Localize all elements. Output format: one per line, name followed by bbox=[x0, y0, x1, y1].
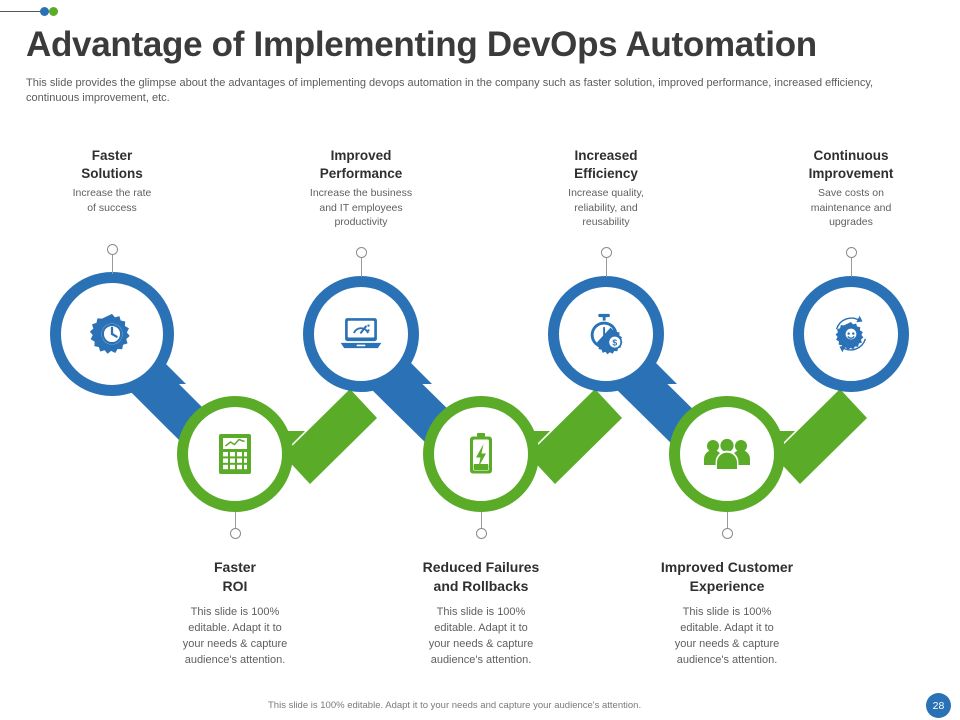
corner-decoration bbox=[0, 6, 110, 18]
people-group-icon bbox=[669, 396, 785, 512]
caption-heading-line1: Increased bbox=[574, 148, 638, 163]
node-faster-solutions[interactable] bbox=[50, 272, 174, 396]
caption-heading-line1: Continuous bbox=[813, 148, 889, 163]
node-pip-continuous-improvement bbox=[845, 247, 857, 258]
node-stem-improved-performance bbox=[361, 258, 362, 277]
caption-heading-line2: Efficiency bbox=[574, 166, 638, 181]
caption-heading: Continuous Improvement bbox=[761, 147, 941, 183]
page-number-badge: 28 bbox=[926, 693, 951, 718]
node-improved-customer-experience[interactable] bbox=[669, 396, 785, 512]
caption-heading-line2: Performance bbox=[319, 166, 403, 181]
node-improved-performance[interactable] bbox=[303, 276, 419, 392]
caption-heading: Increased Efficiency bbox=[516, 147, 696, 183]
battery-bolt-icon bbox=[423, 396, 539, 512]
caption-heading-line1: Faster bbox=[213, 559, 257, 575]
footer-note: This slide is 100% editable. Adapt it to… bbox=[268, 700, 642, 711]
caption-heading-line1: Improved bbox=[330, 148, 392, 163]
caption-heading: Reduced Failures and Rollbacks bbox=[386, 558, 576, 596]
decoration-dot-blue bbox=[40, 7, 49, 16]
node-pip-improved-performance bbox=[355, 247, 367, 258]
stopwatch-dollar-icon: $ bbox=[548, 276, 664, 392]
caption-heading: Faster ROI bbox=[145, 558, 325, 596]
node-stem-faster-roi bbox=[235, 512, 236, 531]
caption-heading: Improved Customer Experience bbox=[627, 558, 827, 596]
node-faster-roi[interactable] bbox=[177, 396, 293, 512]
page-title: Advantage of Implementing DevOps Automat… bbox=[26, 25, 817, 64]
decoration-line bbox=[0, 11, 58, 12]
node-pip-reduced-failures bbox=[475, 528, 487, 539]
node-stem-continuous-improvement bbox=[851, 258, 852, 277]
node-ring bbox=[548, 276, 664, 392]
green-connectors bbox=[283, 389, 867, 484]
caption-heading: Improved Performance bbox=[271, 147, 451, 183]
calculator-icon bbox=[177, 396, 293, 512]
caption-reduced-failures: Reduced Failures and Rollbacks This slid… bbox=[386, 558, 576, 668]
caption-heading-line1: Improved Customer bbox=[660, 559, 794, 575]
caption-heading-line2: ROI bbox=[222, 578, 248, 594]
node-stem-improved-customer-experience bbox=[727, 512, 728, 531]
caption-faster-roi: Faster ROI This slide is 100%editable. A… bbox=[145, 558, 325, 668]
node-pip-faster-solutions bbox=[106, 244, 118, 255]
gear-refresh-icon bbox=[793, 276, 909, 392]
caption-heading-line1: Reduced Failures bbox=[422, 559, 540, 575]
decoration-dot-green bbox=[49, 7, 58, 16]
node-pip-increased-efficiency bbox=[600, 247, 612, 258]
node-pip-faster-roi bbox=[229, 528, 241, 539]
caption-heading-line2: and Rollbacks bbox=[433, 578, 529, 594]
svg-text:$: $ bbox=[612, 337, 617, 347]
node-reduced-failures[interactable] bbox=[423, 396, 539, 512]
laptop-gauge-icon bbox=[303, 276, 419, 392]
caption-improved-customer-experience: Improved Customer Experience This slide … bbox=[627, 558, 827, 668]
node-continuous-improvement[interactable] bbox=[793, 276, 909, 392]
caption-heading: Faster Solutions bbox=[22, 147, 202, 183]
caption-heading-line2: Improvement bbox=[808, 166, 894, 181]
caption-increased-efficiency: Increased Efficiency Increase quality,re… bbox=[516, 147, 696, 230]
node-increased-efficiency[interactable]: $ bbox=[548, 276, 664, 392]
caption-improved-performance: Improved Performance Increase the busine… bbox=[271, 147, 451, 230]
node-stem-increased-efficiency bbox=[606, 258, 607, 277]
caption-heading-line2: Solutions bbox=[81, 166, 143, 181]
caption-heading-line2: Experience bbox=[689, 578, 765, 594]
node-pip-improved-customer-experience bbox=[721, 528, 733, 539]
node-stem-reduced-failures bbox=[481, 512, 482, 531]
page-subtitle: This slide provides the glimpse about th… bbox=[26, 77, 874, 104]
node-stem-faster-solutions bbox=[112, 255, 113, 274]
gear-clock-icon bbox=[50, 272, 174, 396]
caption-heading-line1: Faster bbox=[91, 148, 133, 163]
